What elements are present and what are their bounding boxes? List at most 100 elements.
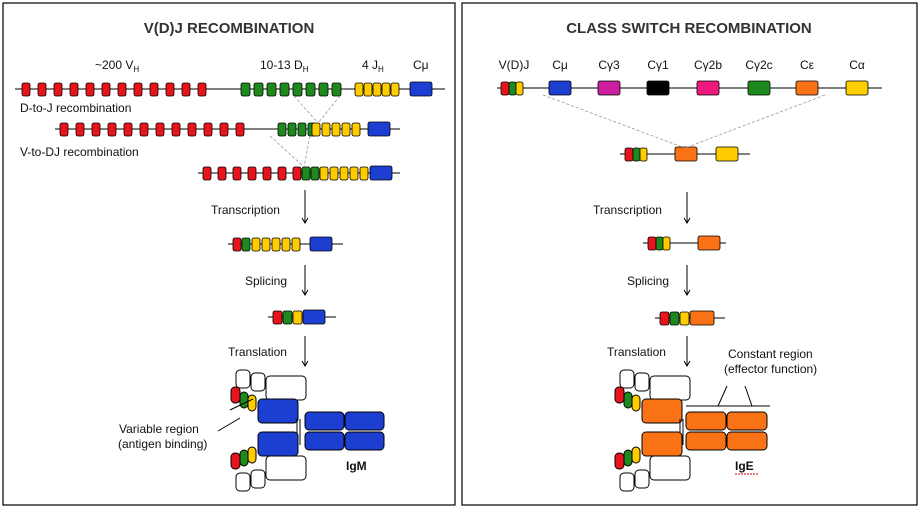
cmu-domain — [304, 411, 345, 431]
vdj-guide-left — [269, 135, 305, 168]
v-segment — [247, 166, 257, 181]
d-segment — [331, 82, 342, 97]
cmu-segment — [409, 81, 433, 97]
variable-region-sublabel: (antigen binding) — [118, 437, 207, 451]
j-gene-label: 4 JH — [362, 58, 384, 74]
variable-j-segment — [247, 394, 257, 412]
variable-region-bar — [229, 398, 254, 411]
right-splicing-label: Splicing — [627, 274, 669, 288]
v-segment — [107, 122, 117, 137]
splicing-arrow-left — [301, 265, 309, 296]
v-segment — [197, 82, 207, 97]
v-segment — [165, 82, 175, 97]
cmu-domain — [344, 411, 385, 431]
d-segment — [279, 82, 290, 97]
v-segment — [500, 81, 510, 96]
igm-label: IgM — [346, 459, 367, 473]
variable-j-segment — [631, 394, 641, 412]
light-chain-constant-segment — [235, 472, 251, 492]
ce-segment — [689, 310, 715, 326]
d-segment — [508, 81, 517, 96]
dj-guide-right — [317, 95, 341, 124]
variable-j-segment — [247, 446, 257, 464]
light-chain-constant-segment — [250, 469, 266, 489]
v-segment — [75, 122, 85, 137]
d-segment — [301, 166, 311, 181]
v-segment — [123, 122, 133, 137]
j-segment — [515, 81, 524, 96]
variable-j-segment — [631, 446, 641, 464]
d-to-j-label: D-to-J recombination — [20, 101, 131, 115]
csr-guide-left — [542, 94, 686, 149]
d-segment — [318, 82, 329, 97]
j-segment — [319, 166, 329, 181]
v-segment — [181, 82, 191, 97]
v-segment — [217, 166, 227, 181]
ca-segment — [845, 80, 869, 96]
d-segment — [310, 166, 320, 181]
v-segment — [149, 82, 159, 97]
cmu-segment — [369, 165, 393, 181]
variable-v-segment — [614, 386, 625, 404]
j-segment — [351, 122, 361, 137]
csr-title: CLASS SWITCH RECOMBINATION — [566, 20, 812, 37]
j-segment — [354, 82, 364, 97]
gene-segments — [21, 80, 869, 326]
d-segment — [241, 237, 251, 252]
heavy-ce-segment — [641, 431, 683, 457]
v-segment — [659, 311, 670, 326]
constant-region-pointer — [744, 385, 753, 407]
v-segment — [101, 82, 111, 97]
light-chain-constant-segment — [235, 369, 251, 389]
heavy-cmu-segment — [257, 398, 299, 424]
constant-region-label: Constant region — [728, 347, 813, 361]
j-segment — [311, 122, 321, 137]
heavy-cmu-segment — [257, 431, 299, 457]
j-segment — [372, 82, 382, 97]
ce-label: Cε — [800, 58, 815, 72]
cg3-label: Cγ3 — [598, 58, 620, 72]
d-segment — [253, 82, 264, 97]
d-segment — [277, 122, 287, 137]
v-segment — [59, 122, 69, 137]
v-segment — [232, 166, 242, 181]
splicing-arrow-right — [683, 265, 691, 296]
cmu-domain — [344, 431, 385, 451]
translation-arrow-right — [683, 336, 691, 367]
cg1-segment — [646, 80, 670, 96]
left-splicing-label: Splicing — [245, 274, 287, 288]
cmu-segment — [309, 236, 333, 252]
cmu-gene-label: Cμ — [413, 58, 429, 72]
variable-d-segment — [239, 449, 249, 467]
variable-region-label: Variable region — [119, 422, 199, 436]
j-segment — [331, 122, 341, 137]
ce-domain — [726, 411, 768, 431]
cg2b-label: Cγ2b — [694, 58, 722, 72]
cmu-segment — [302, 309, 326, 325]
v-segment — [69, 82, 79, 97]
dj-guide-left — [293, 95, 319, 124]
j-segment — [349, 166, 359, 181]
cg2b-segment — [696, 80, 720, 96]
heavy-constant-segment — [649, 455, 691, 481]
cmu-segment — [548, 80, 572, 96]
antibody-drawings — [217, 369, 770, 492]
variable-v-segment — [614, 452, 625, 470]
ce-domain — [726, 431, 768, 451]
right-translation-label: Translation — [607, 345, 666, 359]
j-segment — [390, 82, 400, 97]
j-segment — [321, 122, 331, 137]
ige-label: IgE — [735, 459, 754, 473]
ca-segment — [715, 146, 739, 162]
j-segment — [679, 311, 690, 326]
j-segment — [363, 82, 373, 97]
v-segment — [235, 122, 245, 137]
d-segment — [305, 82, 316, 97]
ce-domain — [685, 431, 727, 451]
heavy-constant-segment — [265, 375, 307, 401]
left-transcription-label: Transcription — [211, 203, 280, 217]
light-chain-constant-segment — [634, 372, 650, 392]
d-segment — [655, 236, 664, 251]
heavy-constant-segment — [649, 375, 691, 401]
v-segment — [292, 166, 302, 181]
